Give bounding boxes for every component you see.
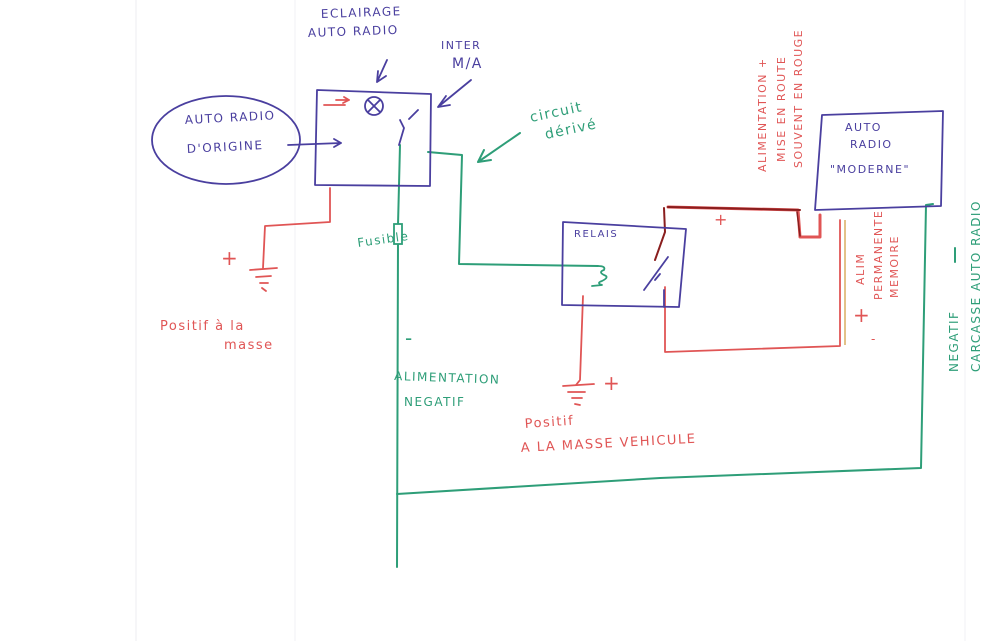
- label-fusible: Fusible: [356, 229, 410, 250]
- label-negatif-right: NEGATIF: [947, 311, 961, 372]
- label-minus-1: -: [405, 326, 414, 350]
- origin-pointer: [287, 138, 342, 148]
- label-positif-2: Positif: [524, 414, 574, 432]
- label-inter: INTER: [441, 39, 481, 52]
- label-modern-radio: RADIO: [850, 138, 893, 151]
- lamp-icon: [364, 96, 384, 116]
- lamp-arrow-left: [335, 96, 350, 104]
- label-plus-top: +: [714, 210, 729, 229]
- negative-return-wire: [396, 203, 934, 495]
- memory-supply-wire: [664, 219, 841, 353]
- negative-supply-wire: [396, 144, 401, 568]
- origin-label-ellipse: [151, 95, 301, 185]
- label-relais: RELAIS: [574, 229, 618, 240]
- red-wires: [249, 96, 841, 406]
- switch-label-arrow: [437, 79, 472, 108]
- label-alim-rouge-1: ALIMENTATION +: [756, 57, 769, 172]
- label-modern-moderne: "MODERNE": [830, 163, 910, 176]
- label-eclairage: ECLAIRAGE: [321, 4, 402, 21]
- label-alim-rouge-2: MISE EN ROUTE: [775, 56, 788, 162]
- label-plus-right: +: [853, 303, 871, 327]
- origin-radio-box: [314, 89, 432, 187]
- fuse: [393, 223, 403, 245]
- label-plus-mid: +: [603, 371, 621, 395]
- ground-symbol-1: [249, 267, 278, 292]
- switch-symbol: [398, 109, 419, 146]
- label-alim-rouge-3: SOUVENT EN ROUGE: [792, 29, 805, 168]
- label-negatif: NEGATIF: [404, 395, 465, 409]
- label-modern-auto: AUTO: [845, 121, 882, 134]
- origin-radio-ground-wire: [262, 187, 331, 269]
- relay-ground-wire: [575, 295, 584, 386]
- label-plus-left: +: [221, 246, 239, 270]
- modern-radio-box: [814, 110, 944, 211]
- labels: ECLAIRAGE AUTO RADIO INTER M/A AUTO RADI…: [160, 4, 983, 456]
- label-masse: masse: [224, 338, 274, 353]
- label-origin-radio: AUTO RADIO: [184, 108, 275, 127]
- derived-circuit-wire: [427, 151, 599, 267]
- relay-box: [561, 221, 687, 308]
- label-positif-1: Positif à la: [160, 319, 245, 334]
- green-wires: [396, 132, 956, 568]
- label-masse-vehicule: A LA MASSE VEHICULE: [520, 432, 696, 456]
- switched-supply-wire: [654, 205, 822, 261]
- label-alim-neg: ALIMENTATION: [394, 369, 501, 387]
- label-alim-perm-1: ALIM: [854, 253, 867, 285]
- label-alim-perm-2: PERMANENTE: [872, 210, 885, 300]
- label-eclairage-sub: AUTO RADIO: [308, 23, 399, 40]
- label-minus-right: -: [871, 332, 877, 346]
- blue-shapes: [151, 59, 944, 308]
- lamp-cross: [367, 99, 381, 113]
- relay-contact: [643, 256, 669, 291]
- label-alim-perm-3: MEMOIRE: [888, 235, 901, 298]
- ground-symbol-2: [562, 383, 595, 406]
- derived-circuit-arrow: [477, 132, 521, 163]
- relay-coil: [591, 265, 608, 287]
- label-origin: D'ORIGINE: [186, 138, 263, 156]
- label-carcasse: CARCASSE AUTO RADIO: [969, 200, 983, 372]
- label-inter-ma: M/A: [452, 56, 483, 72]
- lamp-label-arrow: [376, 59, 388, 83]
